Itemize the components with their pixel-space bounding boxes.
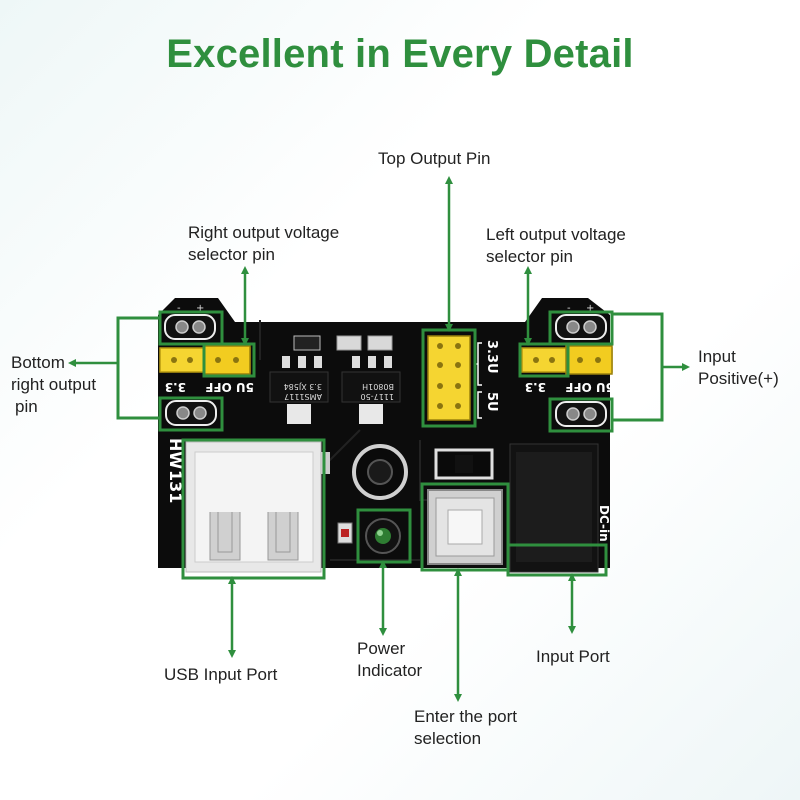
chip1-line1: AMS1117 (284, 392, 322, 401)
highlight-top-left-pins (158, 310, 224, 346)
highlight-left-jumper (202, 342, 256, 378)
silk-33-left: 3.3 (165, 380, 186, 394)
bottom-right-pin-header (555, 401, 607, 427)
usb-port (185, 441, 330, 573)
silk-33v: 3.3U (484, 340, 499, 374)
silk-5v-off-right: 5U OFF (565, 380, 614, 394)
label-bottom-right-line3: pin (15, 397, 38, 416)
bottom-left-pin-header (165, 400, 217, 426)
silk-33-right: 3.3 (525, 380, 546, 394)
silk-5v: 5U (484, 392, 499, 412)
label-bottom-right-line2: right output (11, 375, 97, 394)
label-input-positive-line2: Positive(+) (698, 369, 779, 388)
highlight-bottom-left-pins (158, 396, 224, 432)
chip2-line2: B0801H (362, 382, 394, 391)
chip1-line2: 3.3 XJ584 (284, 382, 322, 391)
regulator-chip-1: AMS1117 3.3 XJ584 (269, 371, 329, 424)
label-bottom-right-output: Bottom right output pin (11, 352, 96, 418)
pin-minus-label: - (177, 303, 181, 314)
label-left-selector-line1: Left output voltage (486, 225, 626, 244)
silk-model-number: 131 (166, 470, 185, 503)
page-title: Excellent in Every Detail (166, 32, 634, 76)
top-left-pin-header: - + (164, 303, 216, 340)
label-enter-port-selection: Enter the port selection (414, 706, 517, 750)
regulator-chip-2: 1117-50 B0801H (341, 371, 401, 424)
chip2-line1: 1117-50 (361, 392, 394, 401)
top-right-pin-header: - + (555, 303, 607, 340)
label-left-selector-line2: selector pin (486, 247, 573, 266)
top-output-pin-header (427, 335, 471, 421)
highlight-dc-jack (506, 543, 608, 577)
silk-model-hw: HW (166, 438, 185, 469)
label-left-output-selector: Left output voltage selector pin (486, 224, 626, 268)
smd-components (282, 335, 393, 368)
dc-jack (509, 443, 599, 573)
pin-plus-label-right: + (586, 303, 594, 314)
capacitor (352, 444, 408, 500)
pin-plus-label: + (196, 303, 204, 314)
label-right-output-selector: Right output voltage selector pin (188, 222, 339, 266)
label-enter-port-line1: Enter the port (414, 707, 518, 726)
label-right-selector-line1: Right output voltage (188, 223, 340, 242)
label-power-indicator: Power Indicator (357, 638, 422, 682)
bracket-input-positive (612, 312, 664, 422)
power-led (365, 518, 401, 554)
highlight-right-jumper (518, 342, 570, 378)
pin-minus-label-right: - (567, 303, 571, 314)
silk-dc-in: DC-in (597, 505, 611, 542)
highlight-usb (181, 438, 326, 580)
highlight-bottom-right-pins (548, 397, 614, 433)
label-input-port: Input Port (536, 647, 610, 666)
highlight-button (420, 482, 510, 572)
label-power-indicator-line1: Power (357, 639, 406, 658)
highlight-top-right-pins (548, 310, 614, 346)
silk-5v-off-left: 5U OFF (205, 380, 254, 394)
label-input-positive: Input Positive(+) (698, 346, 779, 390)
label-power-indicator-line2: Indicator (357, 661, 423, 680)
label-enter-port-line2: selection (414, 729, 482, 748)
label-usb-input-port: USB Input Port (164, 665, 278, 684)
label-bottom-right-line1: Bottom (11, 353, 65, 372)
label-top-output-pin: Top Output Pin (378, 149, 491, 168)
label-input-positive-line1: Input (698, 347, 736, 366)
bracket-bottom-right-output (116, 316, 160, 420)
label-right-selector-line2: selector pin (188, 245, 275, 264)
push-button (427, 489, 503, 565)
